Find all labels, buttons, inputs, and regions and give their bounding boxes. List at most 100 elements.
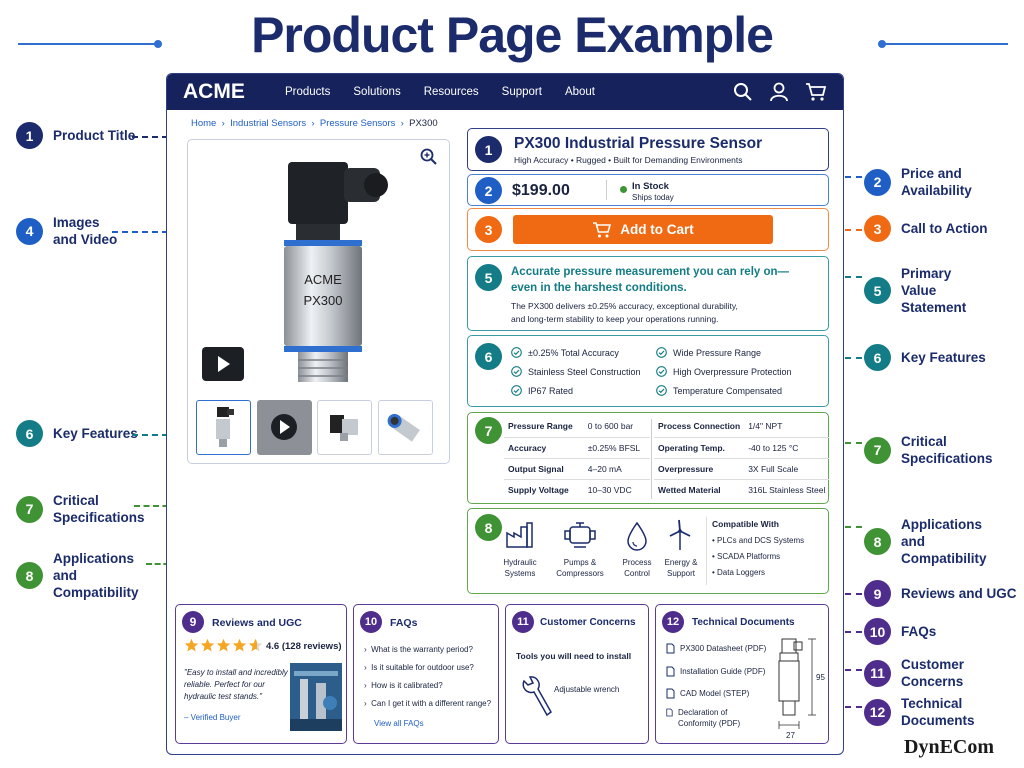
feature-item: Temperature Compensated [656,385,782,396]
document-icon [666,666,675,677]
video-play-button[interactable] [202,347,244,381]
star-rating [184,638,263,653]
callout-left-key-features: 6 Key Features [16,420,138,447]
feature-item: Wide Pressure Range [656,347,761,358]
thumbnail-sensor[interactable] [196,400,251,455]
compat-item: • Data Loggers [712,568,766,577]
cart-icon [593,221,612,237]
callout-label: Primary Value Statement [901,266,967,315]
callout-number: 1 [16,122,43,149]
star-icon [248,638,263,652]
thumbnail-video[interactable] [257,400,312,455]
app-energy: Energy &Support [664,558,698,578]
faq-item[interactable]: › How is it calibrated? [364,681,443,690]
product-subtitle: High Accuracy • Rugged • Built for Deman… [514,155,743,165]
nav-item-support[interactable]: Support [501,86,542,98]
price-availability-box: 2 $199.00 In Stock Ships today [467,174,829,206]
callout-right-docs: 12 Technical Documents [864,695,981,729]
section-number: 6 [475,343,502,370]
doc-link[interactable]: Declaration of Conformity (PDF) [666,707,766,729]
value-body-2: and long-term stability to keep your ope… [511,314,719,324]
doc-link[interactable]: CAD Model (STEP) [666,688,749,699]
section-number: 2 [475,177,502,204]
sensor-product-image: ACME PX300 [284,162,388,382]
check-circle-icon [656,347,667,358]
page-title: Product Page Example [251,7,774,63]
faq-item[interactable]: › What is the warranty period? [364,645,473,654]
technical-documents-box: 12 Technical Documents PX300 Datasheet (… [655,604,829,744]
call-to-action-box: 3 Add to Cart [467,208,829,251]
breadcrumb-item[interactable]: Pressure Sensors [319,118,396,129]
divider [706,517,707,585]
zoom-icon[interactable] [420,148,438,166]
key-features-box: 6 ±0.25% Total Accuracy Wide Pressure Ra… [467,335,829,407]
review-author: – Verified Buyer [184,713,241,722]
faq-item[interactable]: › Is it suitable for outdoor use? [364,663,474,672]
callout-label: Applications and Compatibility [901,517,987,566]
callout-number: 8 [16,562,43,589]
section-number: 10 [360,611,382,633]
doc-link[interactable]: PX300 Datasheet (PDF) [666,643,766,654]
callout-number: 10 [864,618,891,645]
shipping-info: Ships today [632,193,674,202]
section-number: 5 [475,264,502,291]
callout-right-price: 2 Price and Availability [864,165,981,199]
check-circle-icon [511,385,522,396]
breadcrumb-item[interactable]: Industrial Sensors [230,118,307,129]
cart-icon[interactable] [805,82,827,102]
view-all-faqs-link[interactable]: View all FAQs [374,719,424,728]
callout-number: 8 [864,528,891,555]
section-number: 8 [475,514,502,541]
brand-watermark: DynECom [904,736,995,758]
thumbnail-bottom[interactable] [378,400,433,455]
feature-item: IP67 Rated [511,385,573,396]
callout-label: FAQs [901,624,937,639]
breadcrumb-item[interactable]: Home [191,118,217,129]
callout-number: 7 [864,436,891,464]
user-icon[interactable] [769,82,789,102]
callout-number: 6 [864,344,891,371]
concerns-title: Customer Concerns [540,617,636,628]
callout-label: Key Features [53,426,138,441]
wrench-icon [522,676,552,717]
divider [606,180,607,200]
section-number: 7 [475,417,502,444]
callout-label: Key Features [901,350,986,365]
section-number: 9 [182,611,204,633]
compat-item: • SCADA Platforms [712,552,781,561]
breadcrumb-current: PX300 [409,118,438,129]
callout-label: Reviews and UGC [901,586,1017,601]
factory-icon [506,522,533,548]
nav-item-resources[interactable]: Resources [423,86,479,98]
callout-number: 9 [864,580,891,607]
faq-item[interactable]: › Can I get it with a different range? [364,699,492,708]
reviews-title: Reviews and UGC [212,617,302,629]
callout-number: 5 [864,277,891,304]
check-circle-icon [656,366,667,377]
doc-link[interactable]: Installation Guide (PDF) [666,666,765,677]
breadcrumb: Home › Industrial Sensors › Pressure Sen… [191,118,438,129]
thumbnail-side[interactable] [317,400,372,455]
search-icon[interactable] [733,82,753,102]
title-decoration-left [18,40,162,48]
faqs-box: 10 FAQs › What is the warranty period? ›… [353,604,499,744]
nav-item-about[interactable]: About [564,86,596,98]
logo[interactable]: ACME [183,80,245,103]
callout-number: 3 [864,215,891,242]
in-stock-dot [620,186,627,193]
rating-summary: 4.6 (128 reviews) [266,641,342,652]
compatible-title: Compatible With [712,519,779,529]
docs-title: Technical Documents [692,617,795,628]
star-icon [200,638,215,652]
nav-item-solutions[interactable]: Solutions [353,86,401,98]
spec-row: Operating Temp.-40 to 125 °C [654,437,830,459]
nav-item-products[interactable]: Products [285,86,331,98]
value-headline-2: even in the harshest conditions. [511,282,687,294]
add-to-cart-button[interactable]: Add to Cart [513,215,773,244]
document-icon [666,643,675,654]
